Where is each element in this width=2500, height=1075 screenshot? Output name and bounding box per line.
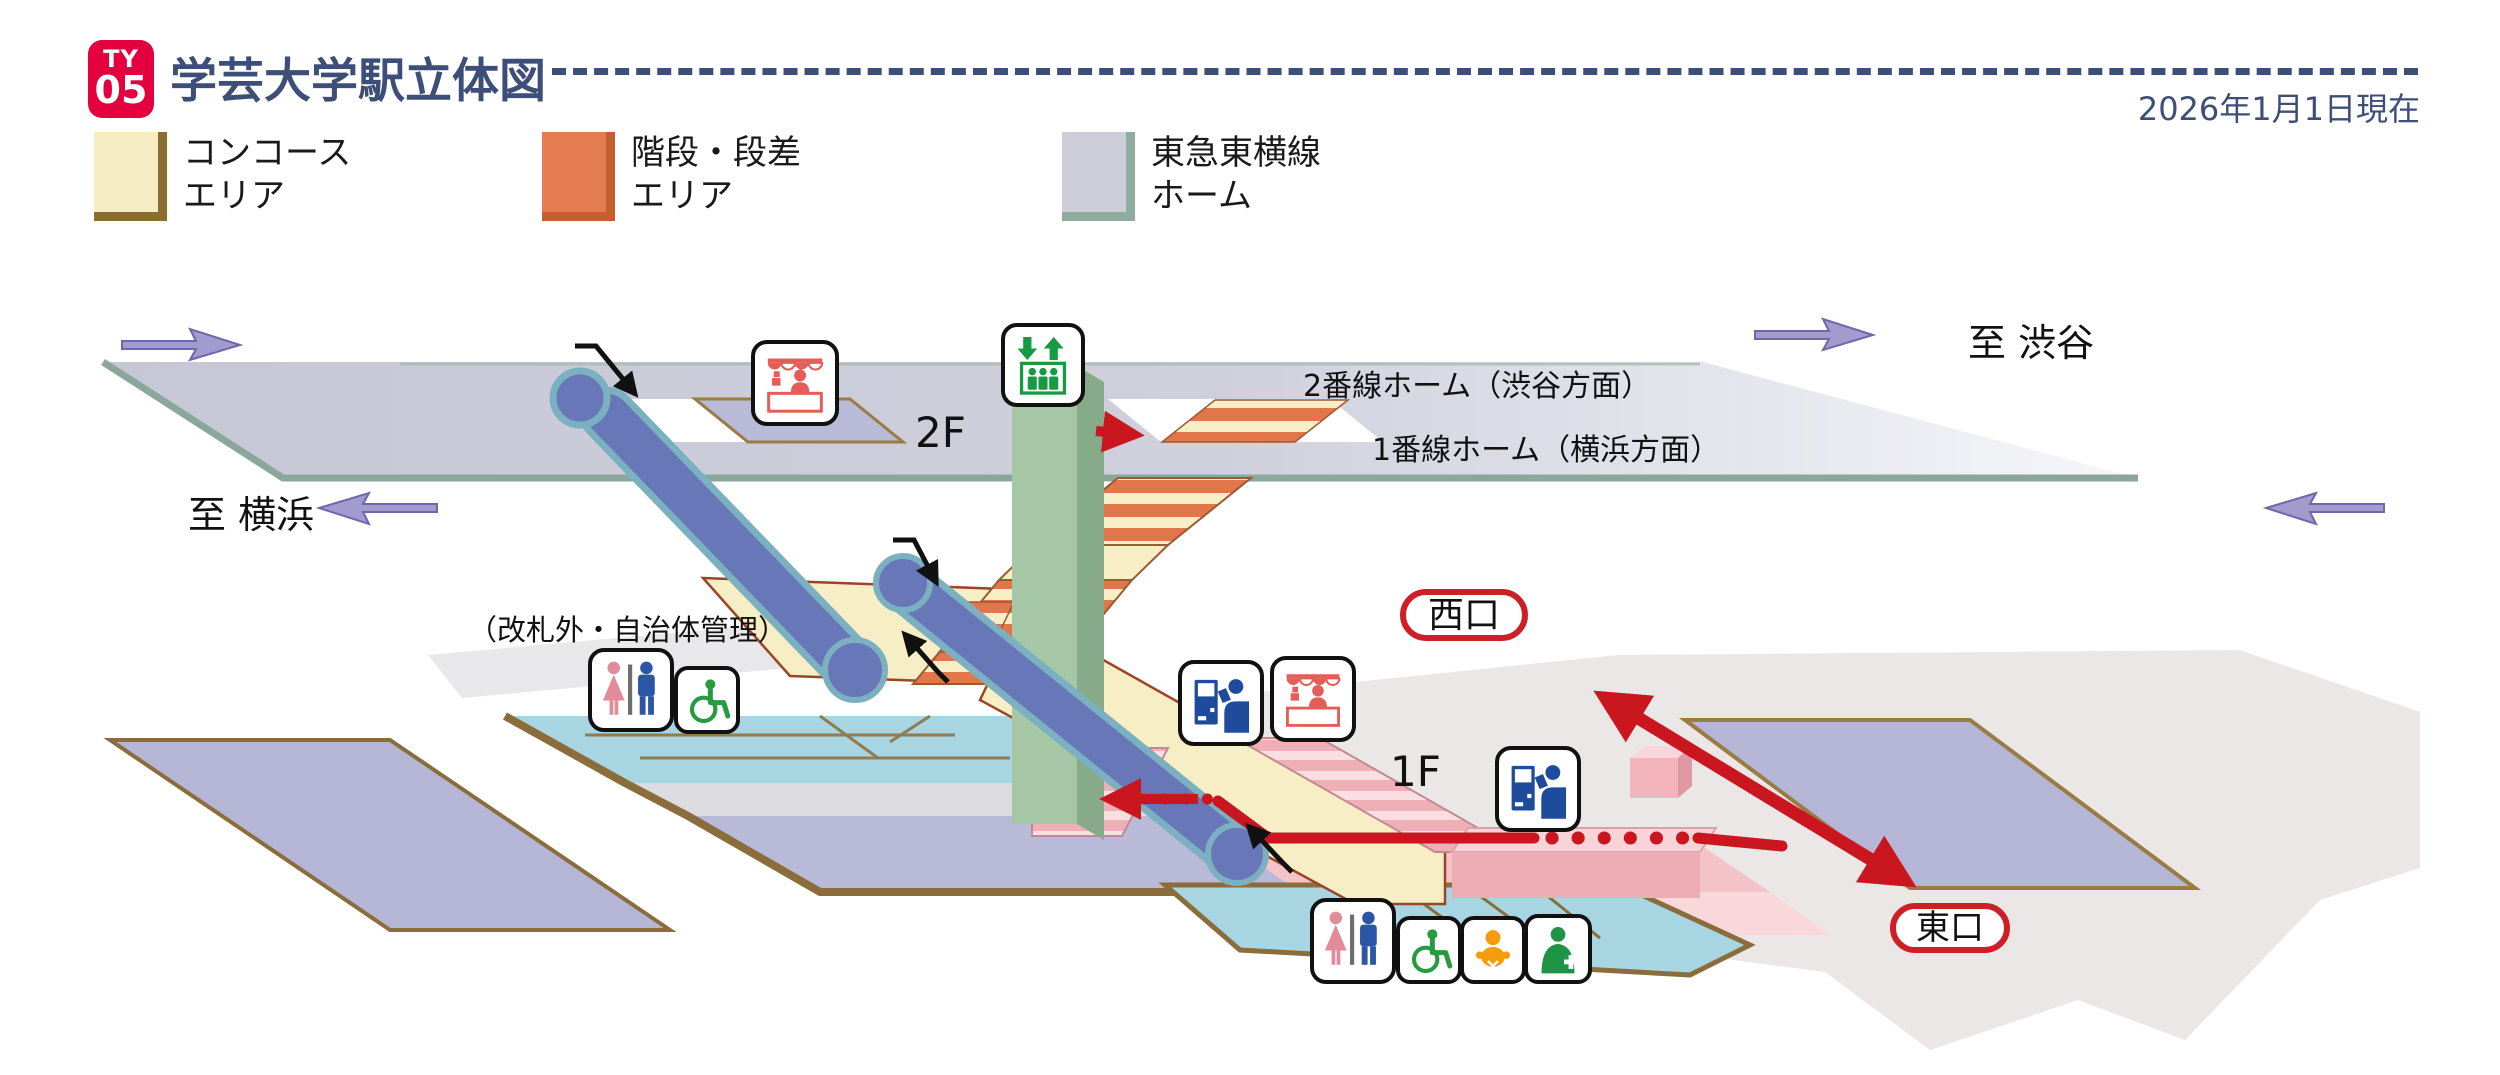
floor-2f-label: 2F	[915, 408, 966, 457]
escalator-2f-to-concourse	[549, 367, 888, 703]
track1-label: 1番線ホーム（横浜方面）	[1372, 433, 1720, 468]
ticket-machine-icon	[1495, 746, 1581, 832]
title-dashed-rule	[552, 68, 2418, 75]
line-badge-ty05: TY 05	[88, 40, 154, 118]
platform-2f	[101, 359, 2138, 482]
legend-swatch-concourse	[94, 132, 167, 221]
facility-icons	[588, 323, 1592, 984]
wheelchair-accessible-icon	[1396, 916, 1462, 984]
direction-arrow-left	[315, 491, 438, 526]
kiosk-icon	[751, 340, 839, 426]
legend-label: コンコース	[183, 133, 352, 173]
station-number: 05	[94, 68, 148, 113]
legend-swatch-stairs	[542, 132, 615, 221]
kiosk-icon	[1270, 656, 1356, 742]
legend-label: 階段・段差	[631, 133, 801, 173]
legend-label: エリア	[631, 175, 733, 216]
legend-item-platform: 東急東横線 ホーム	[1062, 132, 1321, 221]
track2-label: 2番線ホーム（渋谷方面）	[1303, 369, 1651, 404]
direction-arrow-left	[2262, 491, 2385, 526]
ticket-machine-icon	[1178, 660, 1264, 746]
legend-swatch-platform	[1062, 132, 1135, 221]
to-yokohama-label: 至 横浜	[188, 493, 314, 537]
legend-label: エリア	[183, 175, 285, 216]
elevator-icon	[1001, 323, 1085, 407]
west-exit-badge: 西口	[1400, 589, 1528, 641]
legend-item-stairs: 階段・段差 エリア	[542, 132, 801, 221]
page-title: 学芸大学駅立体図	[170, 54, 546, 109]
direction-arrow-right	[1754, 317, 1877, 352]
platform-edge	[101, 359, 2138, 482]
route-arrow-platform	[1095, 410, 1145, 453]
legend-label: ホーム	[1151, 175, 1252, 216]
date-note: 2026年1月1日現在	[2137, 90, 2420, 128]
restroom-icon	[588, 648, 674, 732]
floor-1f-label: 1F	[1390, 747, 1441, 796]
west-building-slab	[103, 738, 677, 932]
baby-care-icon	[1460, 916, 1526, 984]
escalators	[549, 367, 1269, 886]
legend-item-concourse: コンコース エリア	[94, 132, 351, 221]
escalator-concourse-to-1f	[873, 553, 1269, 886]
west-exit-label: 西口	[1428, 595, 1500, 636]
wheelchair-accessible-icon	[674, 666, 740, 734]
pink-cube	[1630, 746, 1692, 798]
platform-slab	[103, 362, 2138, 478]
ground-level-layer	[103, 576, 2420, 1050]
track-direction-arrows	[121, 317, 2385, 526]
restroom-icon	[1310, 898, 1396, 984]
care-room-icon	[1524, 914, 1592, 984]
outside-gate-note: （改札外・自治体管理）	[468, 613, 787, 647]
to-shibuya-label: 至 渋谷	[1968, 321, 2094, 365]
escalator-direction-arrows	[575, 343, 1294, 874]
east-exit-badge: 東口	[1890, 903, 2010, 953]
east-exit-label: 東口	[1916, 908, 1984, 948]
direction-arrow-right	[121, 327, 244, 362]
line-code: TY	[103, 45, 139, 74]
legend-label: 東急東横線	[1151, 133, 1321, 173]
route-diagonal-east-exit	[1593, 690, 1917, 888]
